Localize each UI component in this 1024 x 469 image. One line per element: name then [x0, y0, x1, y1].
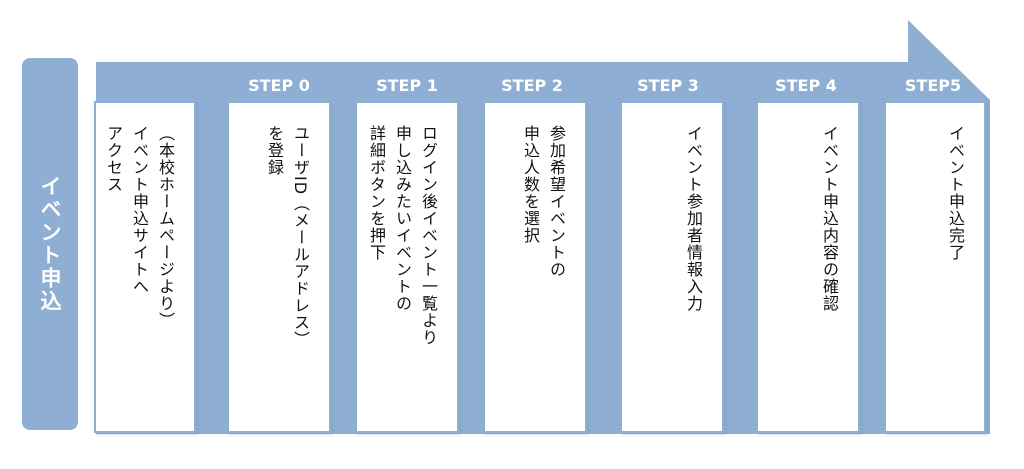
step-label-1: STEP 1 [376, 76, 438, 95]
step-text-0: ユーザID（メールアドレス） を登録 [265, 125, 310, 349]
step-text-2: 参加希望イベントの 申込人数を選択 [521, 125, 566, 278]
step-text-access: （本校ホームページより） イベント申込サイトへ アクセス [104, 125, 175, 329]
step-box-1: ログイン後イベント一覧より 申し込みたいイベントの 詳細ボタンを押下 [355, 101, 459, 433]
step-text-5: イベント申込完了 [946, 125, 965, 261]
step-label-0: STEP 0 [248, 76, 310, 95]
step-text-4: イベント申込内容の確認 [820, 125, 839, 312]
step-text-1: ログイン後イベント一覧より 申し込みたいイベントの 詳細ボタンを押下 [367, 125, 438, 346]
side-label-text: イベント申込 [38, 175, 62, 313]
step-box-access: （本校ホームページより） イベント申込サイトへ アクセス [94, 101, 196, 433]
step-box-4: イベント申込内容の確認 [756, 101, 860, 433]
step-label-2: STEP 2 [501, 76, 563, 95]
step-box-3: イベント参加者情報入力 [620, 101, 724, 433]
side-label-box: イベント申込 [22, 58, 78, 430]
step-label-5: STEP5 [904, 76, 962, 95]
step-box-0: ユーザID（メールアドレス） を登録 [227, 101, 331, 433]
step-box-2: 参加希望イベントの 申込人数を選択 [483, 101, 587, 433]
step-label-4: STEP 4 [775, 76, 837, 95]
step-box-5: イベント申込完了 [884, 101, 986, 433]
step-label-3: STEP 3 [637, 76, 699, 95]
step-text-3: イベント参加者情報入力 [684, 125, 703, 312]
